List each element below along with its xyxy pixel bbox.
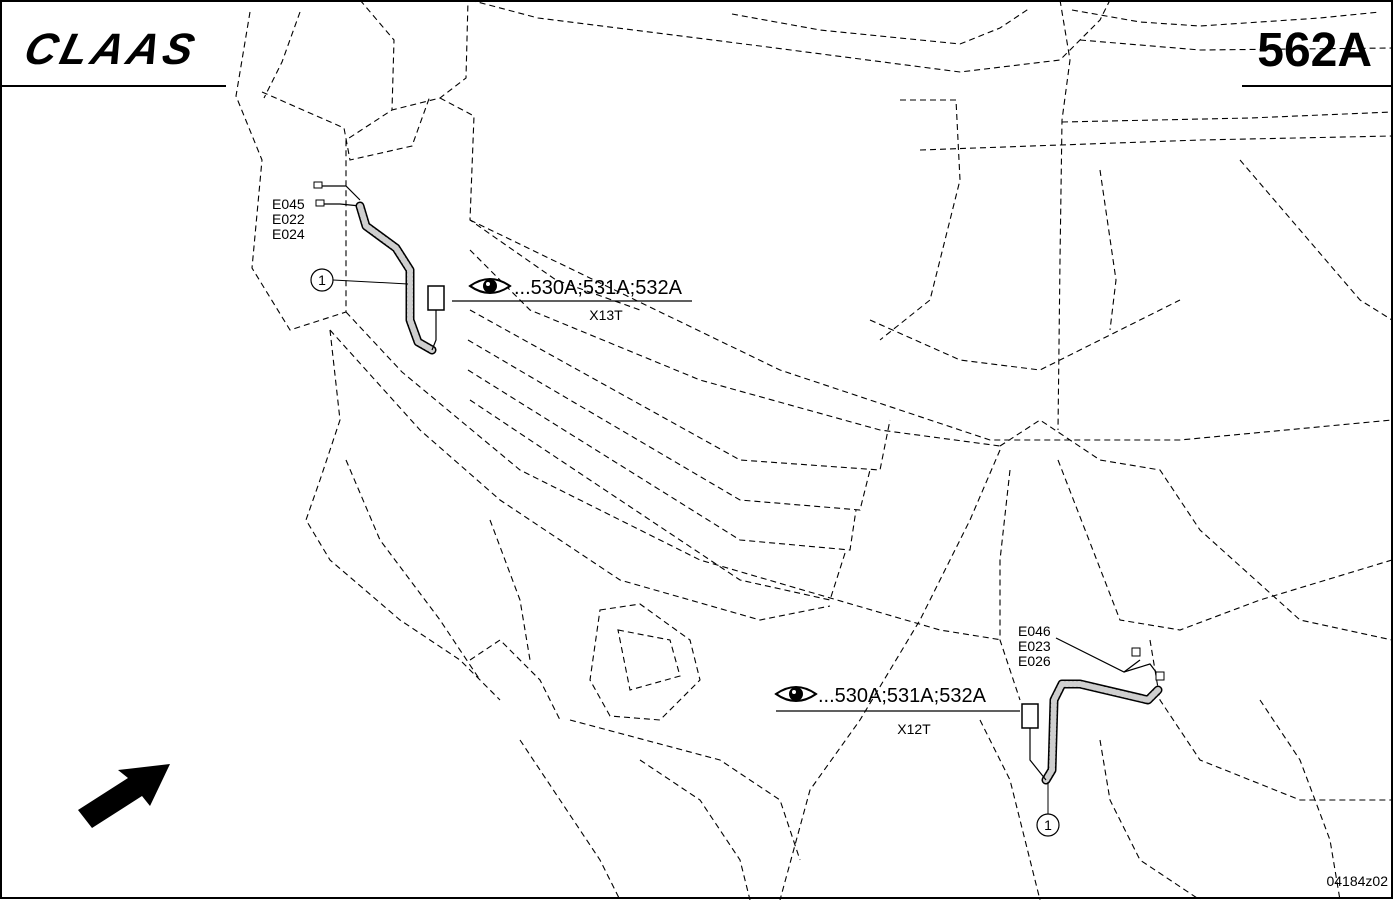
machine-outline [235,0,1393,900]
eye-icon [468,278,512,294]
left-terminal-e045 [313,181,323,189]
left-label-e024: E024 [272,226,305,242]
drawing-number: 04184z02 [1326,873,1388,889]
arrow-icon [78,764,170,828]
left-callout-number: 1 [318,272,326,288]
right-label-e023: E023 [1018,638,1051,654]
right-harness-group: E046 E023 E026 1 ...530A;531A;532A X12T [774,623,1165,837]
right-label-e026: E026 [1018,653,1051,669]
page-code: 562A [1257,24,1372,77]
right-reference-text: ...530A;531A;532A [818,685,987,707]
claas-logo: CLAAS [20,26,204,74]
left-label-e045: E045 [272,196,305,212]
right-callout-number: 1 [1044,817,1052,833]
left-wire-e022 [318,203,361,207]
right-connector-label: X12T [897,721,931,737]
eye-icon [774,686,818,702]
right-label-e046: E046 [1018,623,1051,639]
right-connector-x12t [1021,703,1039,729]
left-connector-label: X13T [589,307,623,323]
left-terminal-e022 [315,199,325,207]
right-callout-circle [1036,813,1060,837]
right-terminal-e023 [1155,671,1165,681]
left-reference-text: ...530A;531A;532A [514,277,683,299]
left-wire-e045 [316,185,361,201]
left-label-e022: E022 [272,211,305,227]
left-connector-x13t [427,285,445,311]
left-harness-group: E045 E022 E024 1 ...530A;531A;532A X13T [272,181,692,355]
logo-text: CLAAS [20,26,204,74]
right-leader-e046 [1055,637,1141,673]
right-terminal-e046 [1131,647,1141,657]
